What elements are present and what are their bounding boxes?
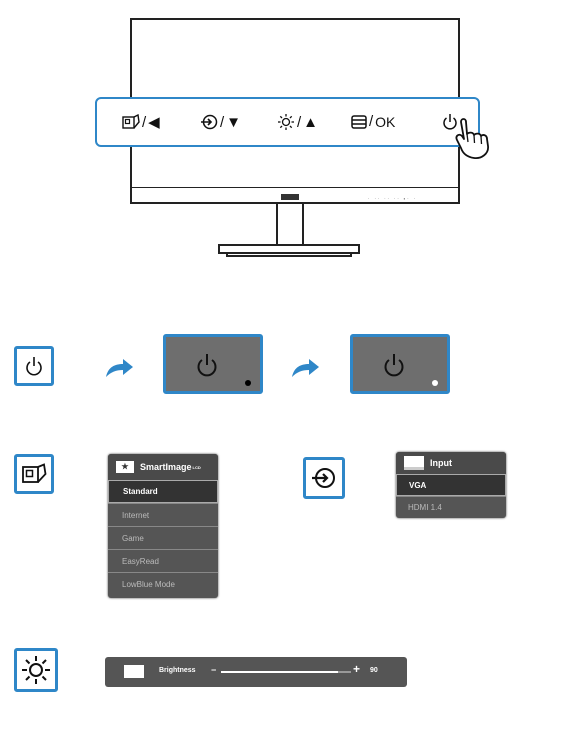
monitor-input-icon [404,456,424,470]
smartimage-option-game[interactable]: Game [108,526,218,549]
smartimage-title-superscript: LCD [192,464,201,470]
star-icon: ★ [116,461,134,473]
power-icon [197,354,217,377]
power-icon [384,354,404,377]
brightness-plus-icon[interactable]: + [353,662,361,676]
smartimage-title: SmartImage [140,462,192,472]
input-title: Input [430,458,452,468]
menu-icon [351,114,367,129]
slash-separator: / [297,113,302,131]
control-button-bar [95,97,480,147]
monitor-logo [281,194,299,200]
power-icon [26,357,42,376]
power-on-indicator-tile [350,334,450,394]
curved-arrow-icon [106,359,133,377]
power-icon [443,114,457,130]
monitor-bezel-line [132,187,458,188]
monitor-hardware-buttons: · ·· ·· ·· ▪· · [368,196,417,201]
input-menu: Input VGA HDMI 1.4 [396,452,506,518]
curved-arrow-icon [292,359,319,377]
led-off-indicator [245,380,251,386]
brightness-icon [278,114,294,130]
pointing-hand-icon [455,118,489,159]
input-option-hdmi[interactable]: HDMI 1.4 [396,496,506,518]
brightness-label: Brightness [159,667,196,674]
input-option-vga[interactable]: VGA [396,474,506,496]
input-icon [312,468,335,488]
brightness-tile [14,648,58,692]
brightness-value: 90 [370,667,378,674]
brightness-icon [22,656,50,684]
power-button[interactable] [442,113,458,136]
brightness-swatch [124,665,144,678]
power-off-indicator-tile [163,334,263,394]
smartimage-option-easyread[interactable]: EasyRead [108,549,218,572]
brightness-slider-panel: Brightness − + 90 [105,657,407,687]
brightness-slider-track[interactable] [221,671,351,673]
led-on-indicator [432,380,438,386]
input-icon [201,114,218,130]
slash-separator: / [369,113,374,130]
input-tile [303,457,345,499]
smartimage-icon [22,463,47,483]
smartimage-icon [122,114,140,129]
brightness-slider-fill [221,671,338,673]
input-menu-header: Input [396,452,506,474]
input-down-button[interactable]: / ▼ [200,113,241,131]
down-arrow-icon: ▼ [226,113,242,131]
brightness-minus-icon[interactable]: − [211,665,217,675]
monitor-stand-base [218,244,360,254]
smartimage-left-button[interactable]: / ◀ [122,113,160,131]
smartimage-option-lowblue[interactable]: LowBlue Mode [108,572,218,595]
slash-separator: / [142,113,147,131]
left-arrow-icon: ◀ [148,114,160,131]
smartimage-option-internet[interactable]: Internet [108,503,218,526]
smartimage-option-standard[interactable]: Standard [108,480,218,503]
up-arrow-icon: ▲ [303,113,319,131]
ok-label: OK [375,113,396,130]
power-tile [14,346,54,386]
brightness-up-button[interactable]: / ▲ [277,113,318,131]
menu-ok-button[interactable]: / OK [351,113,395,130]
monitor-stand-neck [276,204,304,246]
monitor-stand-foot [226,252,352,257]
slash-separator: / [220,113,225,131]
smartimage-tile [14,454,54,494]
